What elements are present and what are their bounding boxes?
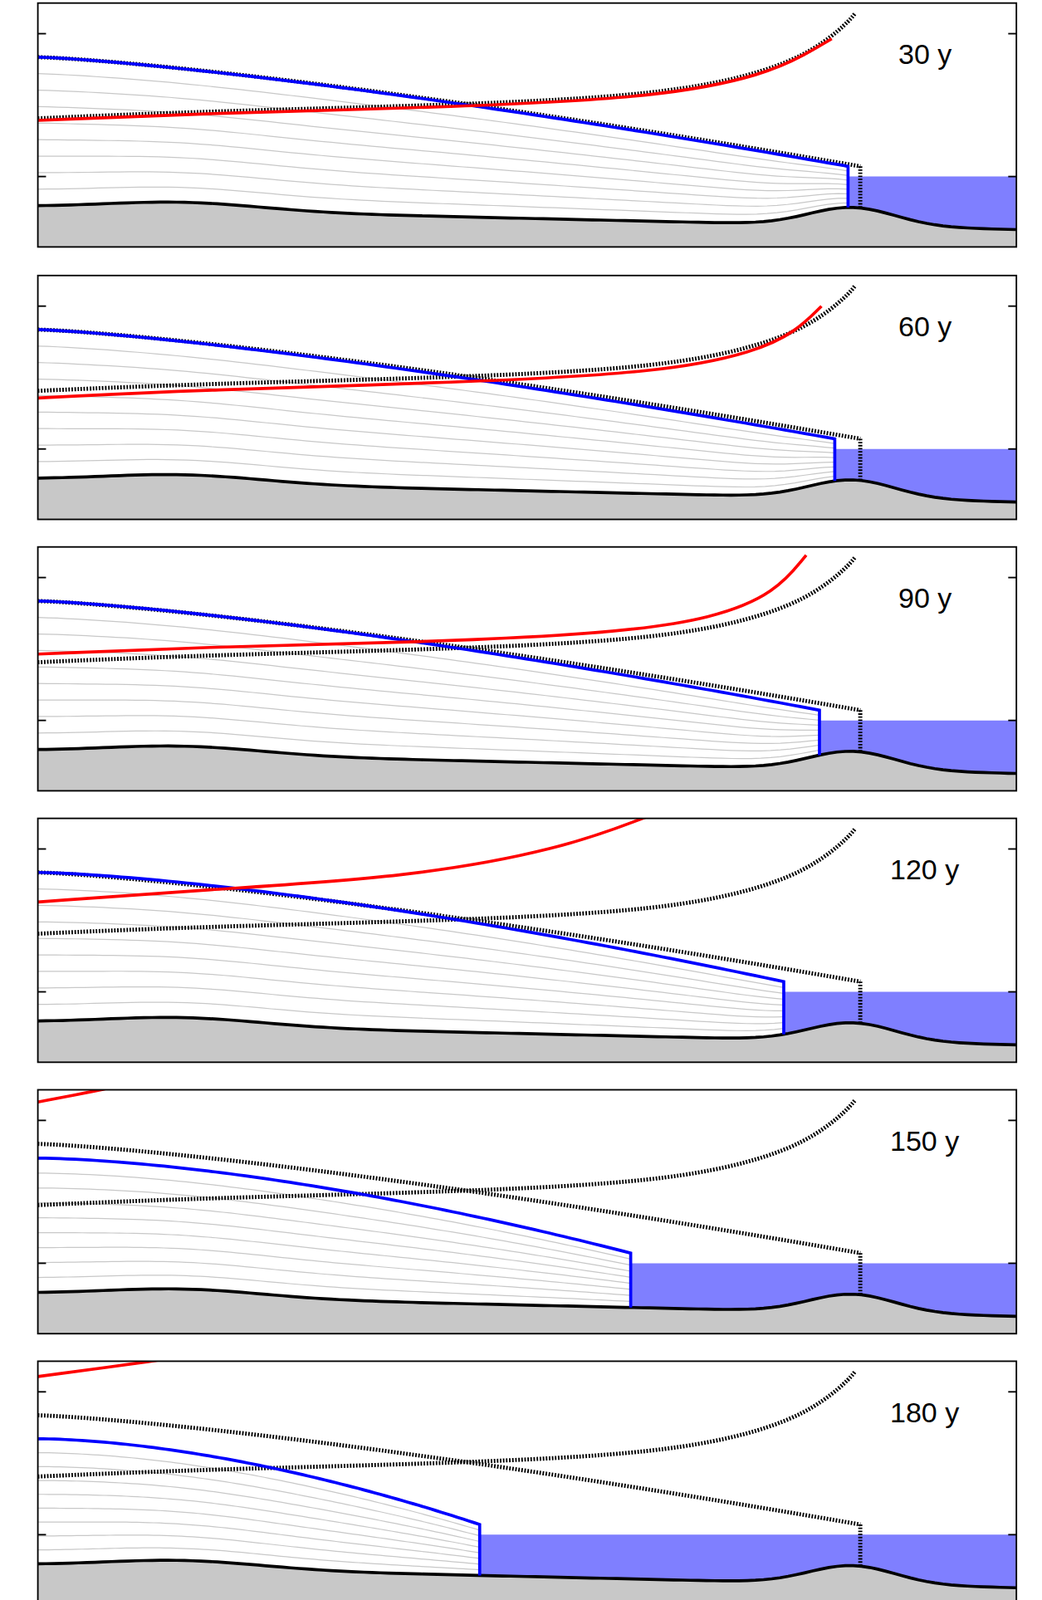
axis-tick <box>1007 1119 1017 1121</box>
flowline <box>38 1507 480 1553</box>
time-label: 90 y <box>898 583 952 612</box>
flowline <box>38 1466 480 1536</box>
flowline <box>38 905 784 994</box>
ocean-water <box>847 176 1017 230</box>
bedrock <box>38 201 1018 247</box>
axis-tick <box>1007 991 1017 994</box>
bed-outline <box>38 474 1018 503</box>
initial-front <box>858 1524 863 1566</box>
axis-tick <box>38 1262 47 1265</box>
velocity-curve <box>38 555 807 655</box>
time-label: 30 y <box>898 39 952 69</box>
velocity-curve <box>38 1360 180 1376</box>
initial-front <box>858 709 863 752</box>
velocity-curve <box>38 1090 118 1103</box>
time-label: 180 y <box>890 1398 959 1427</box>
flowline <box>38 1247 632 1290</box>
bedrock <box>38 474 1018 520</box>
ice-surface <box>38 1158 632 1308</box>
flowline <box>38 411 836 465</box>
bed-outline <box>38 1288 1018 1316</box>
axis-tick <box>38 176 47 178</box>
flowline <box>38 106 849 180</box>
axis-tick <box>1007 1533 1017 1536</box>
time-label: 60 y <box>898 312 952 341</box>
axis-tick <box>1007 577 1017 579</box>
panel-frame <box>38 818 1018 1063</box>
flowline <box>38 699 820 744</box>
ice-surface <box>38 329 836 481</box>
bedrock <box>38 1017 1018 1062</box>
axis-tick <box>38 1533 47 1536</box>
flowline <box>38 954 784 1011</box>
bedrock <box>38 745 1018 791</box>
axis-tick <box>1007 33 1017 35</box>
flowline <box>38 1480 480 1541</box>
panel-frame <box>38 3 1018 248</box>
flowline <box>38 139 849 191</box>
axis-tick <box>1007 176 1017 178</box>
ice-surface <box>38 57 849 208</box>
axis-tick <box>38 305 47 308</box>
axis-tick <box>38 848 47 851</box>
ocean-water <box>783 992 1017 1046</box>
axis-tick <box>38 33 47 35</box>
axis-tick <box>1007 305 1017 308</box>
time-label: 150 y <box>890 1126 959 1155</box>
ice-surface <box>38 601 820 756</box>
axis-tick <box>38 991 47 994</box>
flowline <box>38 1535 480 1565</box>
time-label: 120 y <box>890 855 959 884</box>
axis-tick <box>1007 848 1017 851</box>
initial-velocity <box>38 1100 856 1206</box>
flowline <box>38 617 820 716</box>
initial-front <box>858 438 863 480</box>
panel-frame <box>38 547 1018 792</box>
axis-tick <box>38 719 47 722</box>
axis-tick <box>38 1119 47 1121</box>
panel <box>38 1355 1018 1600</box>
panel-frame <box>38 1090 1018 1335</box>
flowline <box>38 73 849 172</box>
axis-tick <box>38 1390 47 1393</box>
bed-outline <box>38 201 1018 230</box>
velocity-curve <box>38 818 664 903</box>
velocity-curve <box>38 39 832 121</box>
bedrock <box>38 1288 1018 1334</box>
ice-surface <box>38 1438 480 1576</box>
axis-tick <box>38 577 47 579</box>
axis-tick <box>1007 719 1017 722</box>
flowline <box>38 938 784 1005</box>
panel <box>38 3 1018 253</box>
flowline <box>38 666 820 730</box>
panel <box>38 275 1018 525</box>
flowline <box>38 1173 632 1260</box>
flowline <box>38 683 820 737</box>
panel-frame <box>38 275 1018 520</box>
axis-tick <box>38 448 47 451</box>
axis-tick <box>1007 448 1017 451</box>
bed-outline <box>38 1017 1018 1045</box>
bed-outline <box>38 1560 1018 1588</box>
axis-tick <box>1007 1262 1017 1265</box>
flowline <box>38 634 820 721</box>
flowline <box>38 1203 632 1272</box>
panel <box>38 810 1018 1068</box>
flowline <box>38 1232 632 1284</box>
initial-front <box>858 1252 863 1295</box>
ice-surface <box>38 872 784 1035</box>
initial-front <box>858 166 863 208</box>
initial-front <box>858 981 863 1023</box>
panel-frame <box>38 1360 1018 1600</box>
panel <box>38 547 1018 797</box>
bed-outline <box>38 745 1018 773</box>
initial-velocity <box>38 1371 856 1478</box>
axis-tick <box>1007 1390 1017 1393</box>
velocity-curve <box>38 306 822 399</box>
panel <box>38 1086 1018 1340</box>
flowline <box>38 921 784 999</box>
